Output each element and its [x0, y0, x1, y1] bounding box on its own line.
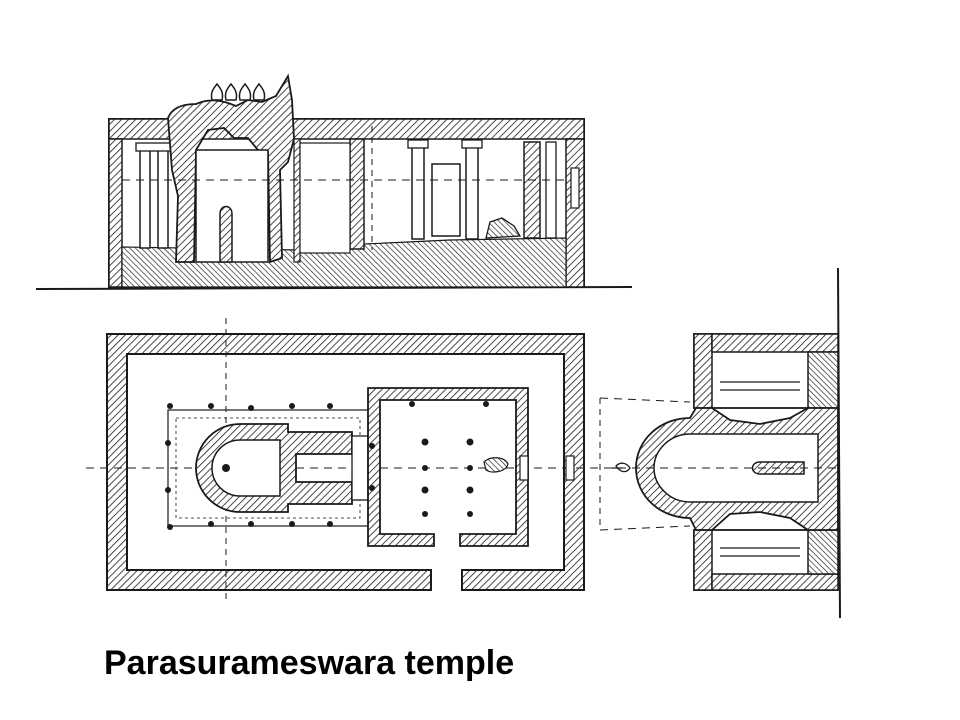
caption-title: Parasurameswara temple [104, 644, 515, 682]
hall-plan [367, 387, 529, 547]
finial-icon [210, 82, 266, 101]
cross-section [599, 267, 841, 619]
plan-enclosure-wall [106, 333, 585, 591]
ground-plan [86, 318, 602, 600]
linga-icon [219, 205, 233, 263]
longitudinal-section [35, 73, 633, 290]
finial-icon [612, 462, 631, 473]
subsidiary-markers [165, 403, 375, 530]
hall-pillars [409, 401, 489, 517]
ground-line-vertical [837, 267, 841, 619]
